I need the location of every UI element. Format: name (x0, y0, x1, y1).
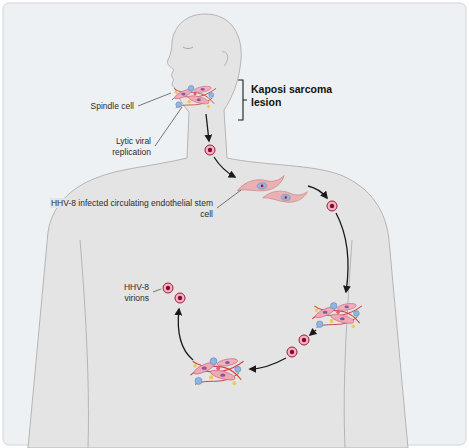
cell-label: HHV-8 infected circulating endothelial s… (50, 198, 214, 219)
lesion-bracket (238, 80, 247, 120)
face-lesion (172, 85, 216, 108)
arm-lesion (312, 302, 362, 328)
lesion-title-box: Kaposi sarcoma lesion (250, 83, 342, 108)
leader-lines (138, 93, 241, 292)
process-label: Lytic viral replication (111, 136, 152, 157)
virion-label-box: HHV-8 virions (100, 282, 150, 303)
human-body (28, 14, 408, 448)
cell-label-box: HHV-8 infected circulating endothelial s… (44, 198, 214, 219)
flow-arrows (178, 114, 348, 369)
lesion-clusters (172, 85, 362, 385)
cell-label: Spindle cell (90, 101, 135, 111)
circulating-cells (236, 176, 307, 204)
virion-label: HHV-8 virions (123, 282, 150, 303)
virions (163, 145, 337, 357)
abdomen-lesion (190, 357, 243, 385)
process-label-box: Lytic viral replication (92, 136, 152, 157)
lesion-title: Kaposi sarcoma lesion (250, 83, 333, 108)
cell-label-box: Spindle cell (45, 101, 135, 112)
